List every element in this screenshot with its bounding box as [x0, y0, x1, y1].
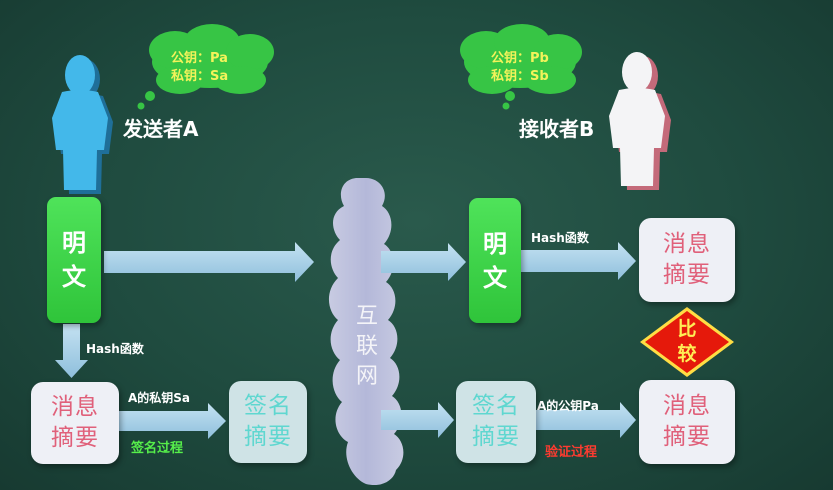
internet-char-3: 网	[355, 364, 378, 389]
sender-plaintext-box: 明 文	[47, 197, 101, 323]
sender-hash-label: Hash函数	[86, 342, 144, 356]
arrows	[55, 242, 636, 439]
sender-signature-line-2: 摘要	[244, 424, 292, 450]
arrow-plaintext-to-internet	[104, 242, 314, 282]
receiver-signature-line-2: 摘要	[472, 424, 520, 450]
verify-key-label: A的公钥Pa	[537, 399, 599, 413]
receiver-signature-line-1: 签名	[472, 393, 520, 419]
internet-char-1: 互	[355, 304, 378, 329]
arrow-digest-to-signature	[119, 403, 226, 439]
arrow-internet-to-signature	[381, 402, 454, 438]
sender-plaintext-char-1: 明	[62, 229, 86, 257]
sender-public-key: 公钥：Pa	[171, 51, 228, 66]
sender-digest-box: 消息 摘要	[31, 382, 119, 464]
compare-char-2: 较	[677, 343, 697, 365]
receiver-public-key: 公钥：Pb	[491, 51, 549, 66]
sender-key-cloud	[137, 24, 274, 110]
compare-diamond	[640, 307, 734, 377]
compare-label: 比 较	[672, 317, 702, 367]
receiver-hash-label: Hash函数	[531, 231, 589, 245]
internet-char-2: 联	[355, 334, 378, 359]
verify-process-label: 验证过程	[545, 445, 598, 460]
receiver-plaintext-char-1: 明	[483, 229, 507, 258]
receiver-hash-digest-line-2: 摘要	[663, 262, 711, 288]
sender-label: 发送者A	[123, 117, 199, 141]
receiver-person-icon	[609, 52, 671, 190]
receiver-signature-box: 签名 摘要	[456, 381, 536, 463]
receiver-private-key: 私钥：Sb	[491, 69, 549, 84]
receiver-verified-digest-line-1: 消息	[663, 393, 711, 419]
arrow-internet-to-plaintext	[381, 243, 466, 281]
receiver-verified-digest-line-2: 摘要	[663, 424, 711, 450]
receiver-key-cloud	[460, 24, 582, 110]
sender-plaintext-char-2: 文	[62, 263, 86, 291]
receiver-plaintext-box: 明 文	[469, 198, 521, 323]
sender-digest-line-2: 摘要	[51, 425, 99, 451]
sign-process-label: 签名过程	[131, 441, 184, 456]
sender-private-key: 私钥：Sa	[171, 69, 229, 84]
compare-char-1: 比	[677, 318, 697, 340]
sender-signature-line-1: 签名	[244, 393, 292, 419]
arrow-plaintext-to-digest	[521, 242, 636, 280]
receiver-hash-digest-line-1: 消息	[663, 231, 711, 257]
sign-key-label: A的私钥Sa	[128, 391, 191, 405]
internet-label: 互 联 网	[352, 302, 382, 392]
sender-person-icon	[52, 55, 113, 194]
receiver-label: 接收者B	[519, 117, 595, 141]
receiver-verified-digest-box: 消息 摘要	[639, 380, 735, 464]
sender-digest-line-1: 消息	[51, 394, 99, 420]
arrow-signature-to-digest	[535, 402, 636, 438]
receiver-plaintext-char-2: 文	[483, 263, 507, 292]
sender-signature-box: 签名 摘要	[229, 381, 307, 463]
arrow-plaintext-down-hash	[55, 324, 88, 378]
receiver-hash-digest-box: 消息 摘要	[639, 218, 735, 302]
